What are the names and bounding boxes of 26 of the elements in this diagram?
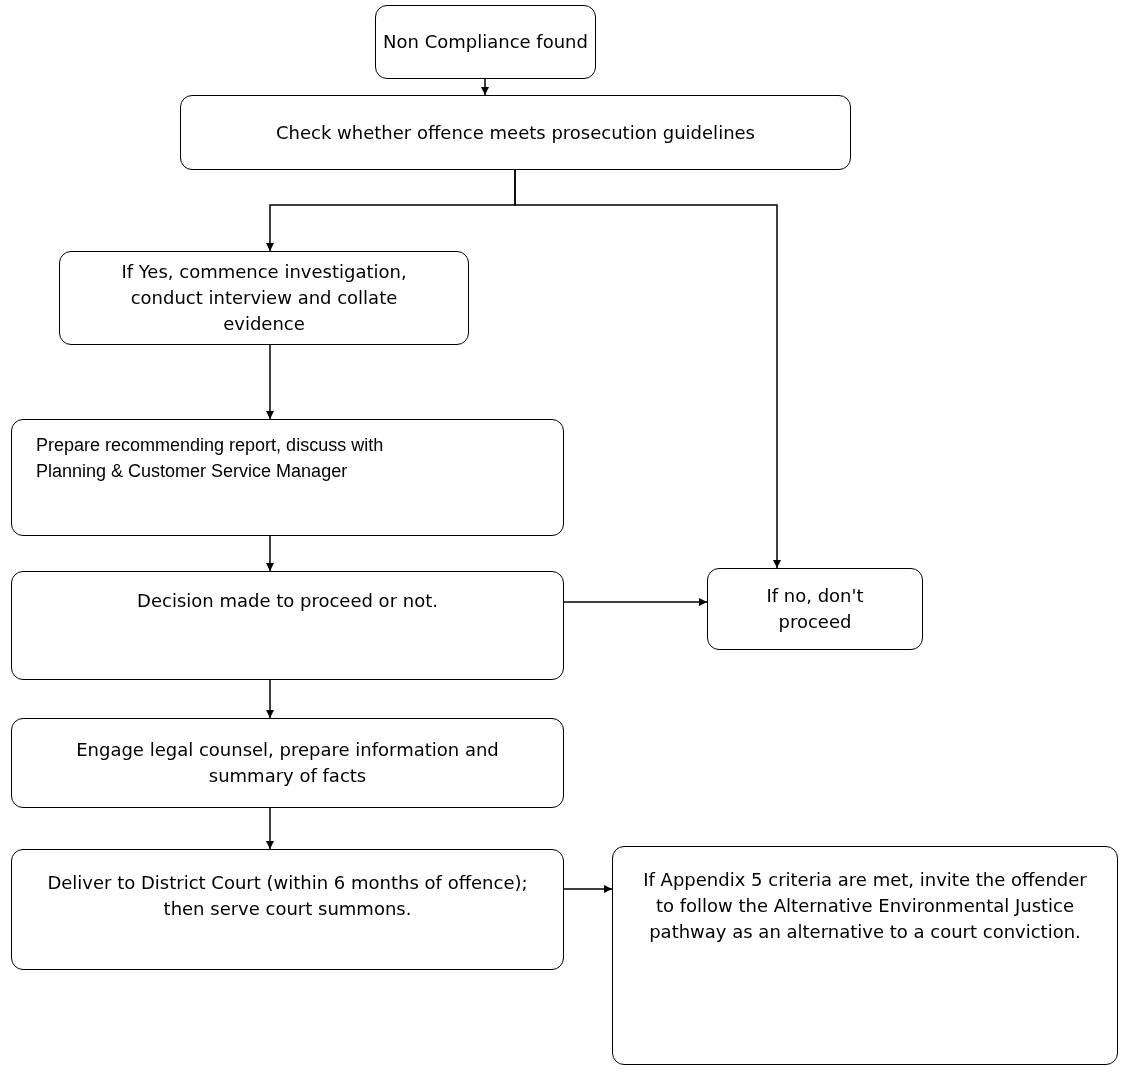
process-box bbox=[11, 419, 564, 536]
box-text: Non Compliance found bbox=[383, 30, 588, 54]
arrow bbox=[481, 78, 489, 96]
arrow bbox=[563, 885, 613, 893]
arrow bbox=[266, 344, 274, 420]
arrow bbox=[266, 679, 274, 719]
process-box bbox=[11, 849, 564, 970]
box-text: If no, don't proceed bbox=[765, 584, 865, 634]
process-box bbox=[180, 95, 851, 170]
process-box bbox=[59, 251, 469, 345]
process-box bbox=[375, 5, 596, 79]
box-text: If Appendix 5 criteria are met, invite the offender to follow the Alternative Environmental Justice pathway as an alternative to a court conviction. bbox=[642, 868, 1088, 944]
process-box bbox=[612, 846, 1118, 1065]
arrow bbox=[266, 535, 274, 572]
process-box bbox=[11, 571, 564, 680]
box-text: If Yes, commence investigation, conduct interview and collate evidence bbox=[120, 260, 408, 336]
box-text: Prepare recommending report, discuss with Planning & Customer Service Manager bbox=[36, 434, 385, 483]
arrow bbox=[563, 598, 708, 606]
box-text: Deliver to District Court (within 6 months of offence); then serve court summons. bbox=[46, 871, 529, 921]
process-box bbox=[707, 568, 923, 650]
arrow bbox=[514, 169, 781, 569]
box-text: Engage legal counsel, prepare information and summary of facts bbox=[75, 738, 500, 788]
box-text: Check whether offence meets prosecution guidelines bbox=[276, 120, 755, 145]
process-box bbox=[11, 718, 564, 808]
arrow bbox=[266, 807, 274, 850]
box-text: Decision made to proceed or not. bbox=[137, 589, 438, 613]
